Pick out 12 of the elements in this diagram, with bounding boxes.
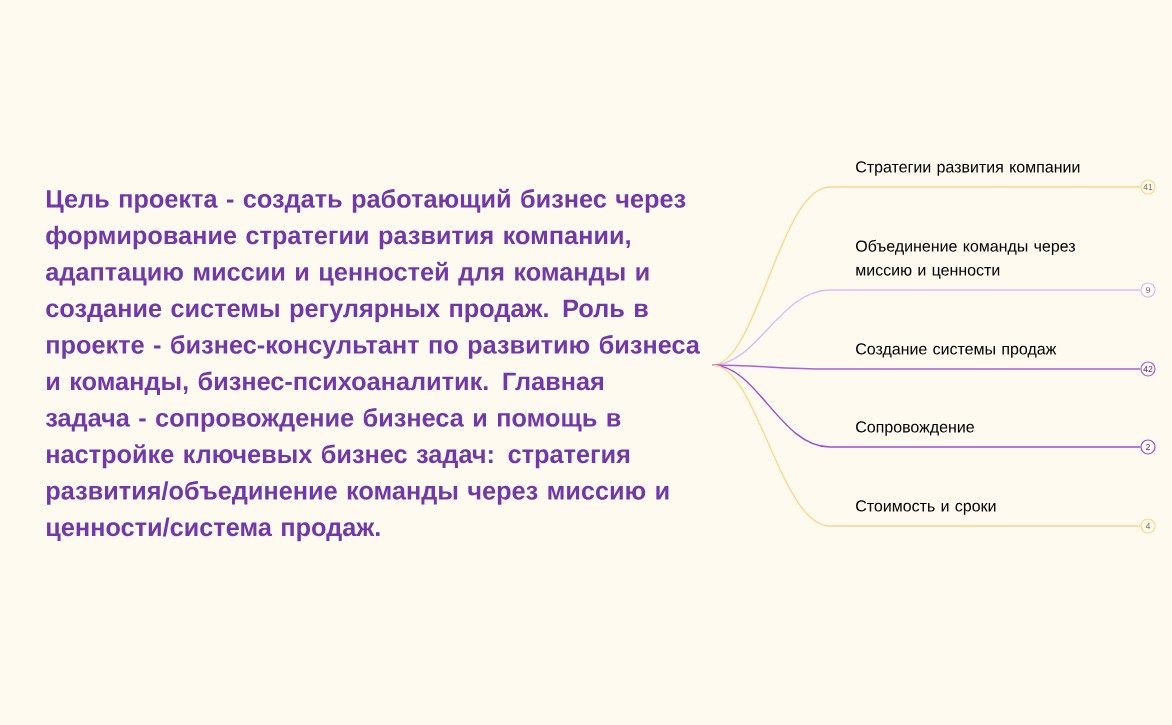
paragraph: Цель проекта - создать работающий бизнес через формирование стратегии развития компании, адаптацию миссии и ценностей для команды и создание системы регулярных продаж. Роль в проекте - бизнес-консультант по развитию бизнеса и команды, бизнес-психоаналитик. Главная задача - сопровождение бизнеса и помощь в настройке ключевых бизнес задач: стратегия развития/объединение команды через миссию и ценности/система продаж. bbox=[45, 188, 700, 542]
count-badge: 42 bbox=[1140, 361, 1156, 377]
branch-label: Объединение команды через миссию и ценности bbox=[856, 239, 1075, 279]
branch-line bbox=[711, 364, 1142, 527]
count-badge: 4 bbox=[1140, 518, 1156, 534]
branch-label: Сопровождение bbox=[856, 421, 974, 436]
count-badge: 2 bbox=[1140, 439, 1156, 455]
count-badge: 41 bbox=[1140, 179, 1156, 195]
branch-label: Стоимость и сроки bbox=[856, 500, 996, 515]
branch-label: Стратегии развития компании bbox=[856, 161, 1080, 176]
count-badge: 9 bbox=[1140, 282, 1156, 298]
branch-label: Создание системы продаж bbox=[856, 343, 1057, 358]
